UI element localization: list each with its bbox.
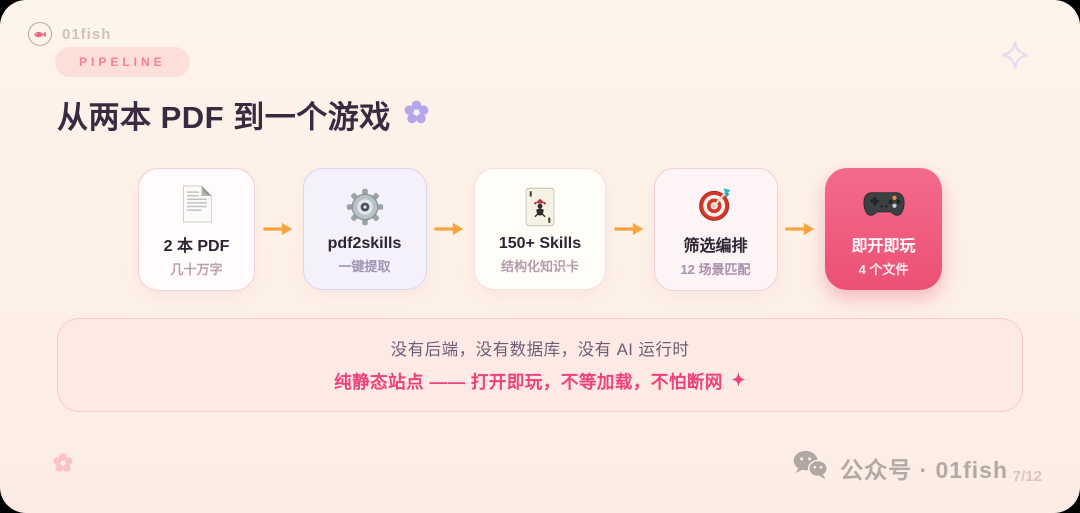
brand-name: 01fish bbox=[62, 25, 112, 43]
pipeline-step-pdf: 2 本 PDF 几十万字 bbox=[138, 167, 255, 291]
brand: 01fish bbox=[28, 22, 111, 46]
step-title: 2 本 PDF bbox=[163, 237, 230, 255]
step-title: 150+ Skills bbox=[498, 234, 582, 252]
step-subtitle: 几十万字 bbox=[170, 261, 223, 277]
page-number: 7/12 bbox=[1012, 468, 1042, 485]
arrow-right-icon bbox=[613, 219, 647, 239]
footer-account-text: 公众号 · 01fish bbox=[840, 456, 1008, 483]
step-subtitle: 12 场景匹配 bbox=[680, 261, 751, 277]
flower-decoration-icon bbox=[52, 452, 74, 479]
fish-logo-icon bbox=[28, 22, 52, 46]
step-subtitle: 结构化知识卡 bbox=[500, 258, 579, 274]
star-icon bbox=[730, 371, 746, 392]
pipeline-step-skills: 150+ Skills 结构化知识卡 bbox=[474, 168, 606, 290]
pipeline-step-play: 即开即玩 4 个文件 bbox=[825, 168, 942, 290]
step-subtitle: 一键提取 bbox=[338, 258, 391, 274]
arrow-right-icon bbox=[433, 219, 467, 239]
pdf-document-icon bbox=[179, 183, 215, 225]
sparkle-decoration-icon bbox=[1000, 40, 1030, 75]
game-controller-icon bbox=[862, 183, 905, 225]
step-subtitle: 4 个文件 bbox=[858, 261, 909, 277]
pipeline-step-curate: 筛选编排 12 场景匹配 bbox=[653, 167, 778, 291]
step-title: 即开即玩 bbox=[851, 237, 916, 255]
joker-card-icon bbox=[525, 186, 555, 228]
page-title: 从两本 PDF 到一个游戏 bbox=[57, 100, 391, 135]
summary-line2-text: 纯静态站点 —— 打开即玩，不等加载，不怕断网 bbox=[334, 372, 723, 392]
flower-icon bbox=[403, 99, 430, 131]
arrow-right-icon bbox=[262, 219, 296, 239]
pipeline-step-pdf2skills: pdf2skills 一键提取 bbox=[302, 168, 427, 290]
wechat-icon bbox=[792, 450, 828, 485]
summary-line2: 纯静态站点 —— 打开即玩，不等加载，不怕断网 bbox=[334, 369, 746, 394]
target-icon bbox=[696, 183, 736, 225]
footer-account: 公众号 · 01fish bbox=[792, 450, 1008, 485]
pipeline-flow: 2 本 PDF 几十万字 bbox=[138, 167, 942, 291]
step-title: pdf2skills bbox=[327, 234, 402, 252]
gear-icon bbox=[345, 186, 385, 228]
step-title: 筛选编排 bbox=[683, 237, 748, 255]
pipeline-badge: PIPELINE bbox=[55, 47, 190, 77]
summary-box: 没有后端，没有数据库，没有 AI 运行时 纯静态站点 —— 打开即玩，不等加载，… bbox=[57, 318, 1023, 412]
arrow-right-icon bbox=[784, 219, 818, 239]
title-row: 从两本 PDF 到一个游戏 bbox=[57, 92, 430, 137]
summary-line1: 没有后端，没有数据库，没有 AI 运行时 bbox=[390, 341, 690, 359]
